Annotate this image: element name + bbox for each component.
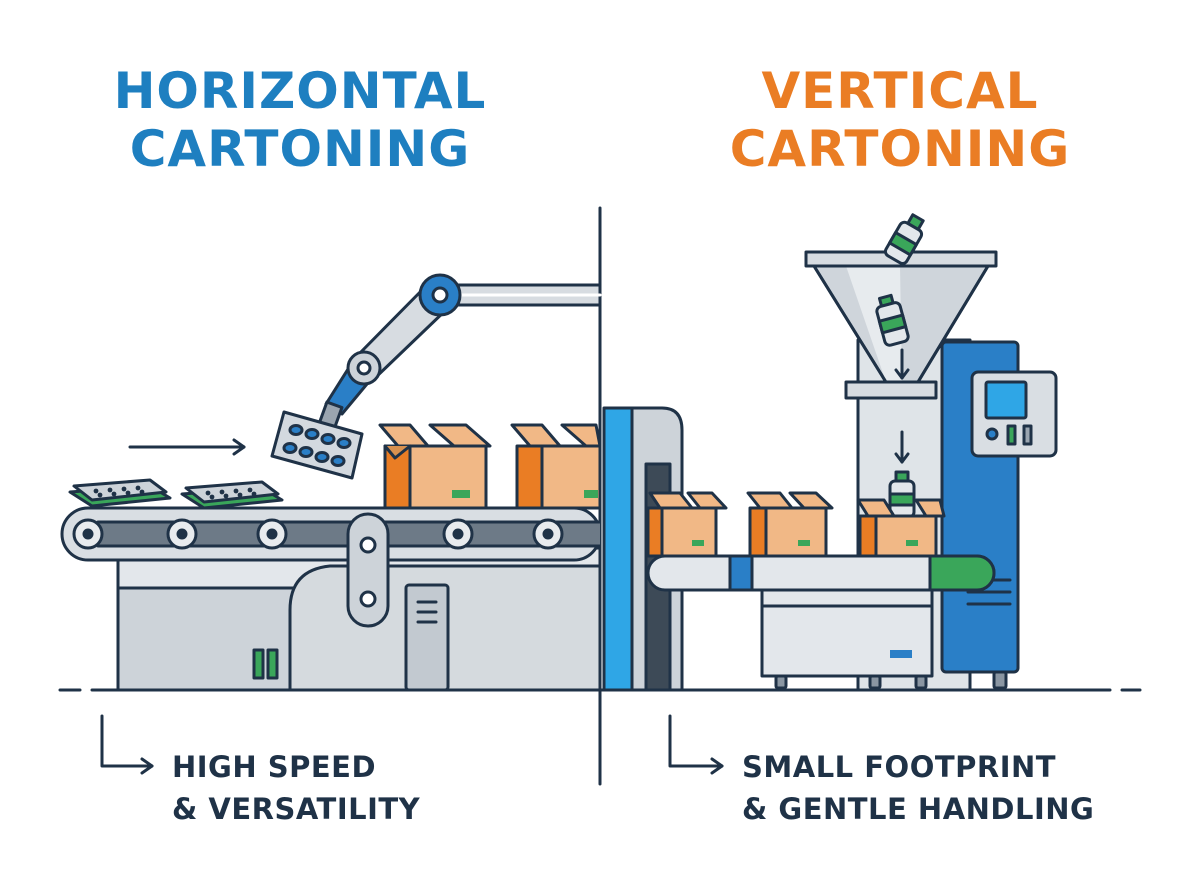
- carton: [746, 491, 834, 558]
- left-caption-arrow-icon: [100, 714, 154, 775]
- title-line: VERTICAL: [761, 62, 1039, 120]
- title-line: CARTONING: [129, 120, 471, 178]
- bottle: [875, 293, 910, 347]
- horizontal-cartoning-caption: HIGH SPEED & VERSATILITY: [172, 746, 420, 830]
- caption-line: HIGH SPEED: [172, 750, 377, 784]
- blister-tray: [68, 478, 172, 508]
- conveyor-roller: [256, 518, 288, 550]
- carton: [378, 423, 492, 510]
- caption-line: & VERSATILITY: [172, 792, 421, 826]
- vertical-cartoning-caption: SMALL FOOTPRINT & GENTLE HANDLING: [742, 746, 1094, 830]
- conveyor-roller: [442, 518, 474, 550]
- horizontal-conveyor: [60, 506, 602, 562]
- carton: [646, 491, 728, 558]
- caption-line: & GENTLE HANDLING: [742, 792, 1095, 826]
- title-line: HORIZONTAL: [113, 62, 487, 120]
- drop-arrow-icon: [894, 430, 910, 464]
- conveyor-link-arm: [346, 512, 390, 628]
- blister-tray: [180, 480, 284, 510]
- conveyor-roller: [532, 518, 564, 550]
- title-line: CARTONING: [729, 120, 1071, 178]
- right-caption-arrow-icon: [668, 714, 724, 775]
- caption-line: SMALL FOOTPRINT: [742, 750, 1057, 784]
- carton: [856, 498, 946, 558]
- bottle: [888, 470, 916, 519]
- robot-arm: [316, 273, 602, 434]
- drop-arrow-icon: [894, 348, 910, 380]
- conveyor-roller: [166, 518, 198, 550]
- bottle: [883, 213, 925, 265]
- vertical-conveyor: [646, 554, 996, 592]
- vertical-machine-base: [760, 586, 1008, 690]
- horizontal-cartoning-title: HORIZONTAL CARTONING: [0, 62, 600, 178]
- feed-direction-arrow-icon: [128, 438, 246, 456]
- conveyor-roller: [72, 518, 104, 550]
- carton: [510, 423, 602, 510]
- vertical-cartoning-title: VERTICAL CARTONING: [600, 62, 1200, 178]
- held-blister-pack: [270, 410, 364, 480]
